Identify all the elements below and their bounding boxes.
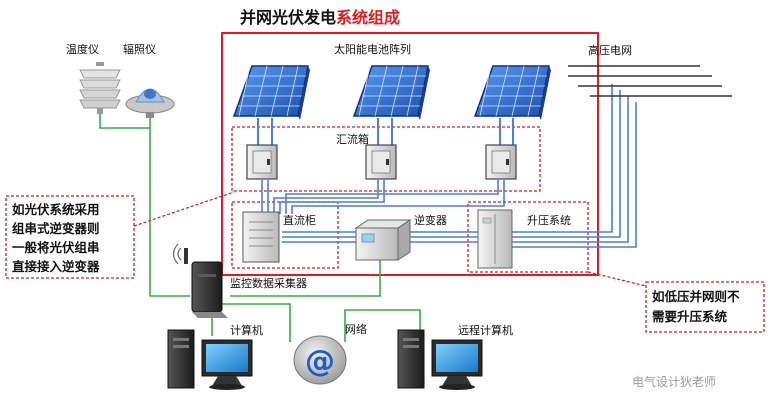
combiner-group-box [231, 126, 541, 192]
svg-text:组串式逆变器则: 组串式逆变器则 [12, 221, 100, 236]
dc-cabinet [242, 211, 280, 263]
combiner-label: 汇流箱 [336, 132, 369, 146]
booster-system [477, 209, 513, 269]
left-note-box [5, 195, 135, 279]
local-computer [167, 329, 253, 390]
inverter-label: 逆变器 [414, 213, 447, 227]
right-note-text: 如低压并网则不 需要升压系统 [652, 289, 740, 324]
system-boundary [221, 32, 599, 276]
solar-panel-3 [473, 65, 551, 120]
right-note-box [645, 281, 765, 333]
remote-computer [397, 329, 483, 390]
combiner-box-1 [246, 144, 278, 180]
temperature-sensor [79, 62, 121, 114]
svg-text:直接接入逆变器: 直接接入逆变器 [12, 259, 100, 274]
watermark: 电气设计狄老师 [632, 374, 716, 389]
svg-text:如低压并网则不: 如低压并网则不 [652, 289, 740, 304]
computer-label: 计算机 [230, 323, 263, 337]
remote-computer-label: 远程计算机 [458, 323, 513, 337]
monitor-collector [172, 243, 228, 318]
solar-panel-1 [232, 65, 310, 120]
hv-grid-lines [568, 65, 732, 97]
inverter [354, 219, 412, 261]
network-label: 网络 [345, 322, 367, 336]
svg-text:@: @ [305, 344, 335, 379]
combiner-box-2 [365, 144, 397, 180]
booster-label: 升压系统 [527, 214, 571, 227]
irradiance-label: 辐照仪 [123, 42, 156, 56]
left-note-pointer [133, 191, 235, 227]
combiner-box-3 [485, 144, 517, 180]
irradiance-sensor [125, 88, 175, 118]
dc-cabinet-label: 直流柜 [283, 213, 316, 227]
svg-text:如光伏系统采用: 如光伏系统采用 [12, 202, 100, 217]
power-flow-wires [282, 84, 637, 248]
monitor-label: 监控数据采集器 [230, 276, 307, 290]
diagram-title: 并网光伏发电系统组成 [240, 8, 400, 27]
monitoring-wires [99, 100, 421, 342]
combiner-to-dc-wires [261, 180, 505, 214]
svg-text:一般将光伏组串: 一般将光伏组串 [12, 240, 100, 255]
solar-panel-2 [352, 65, 430, 120]
solar-array-label: 太阳能电池阵列 [334, 42, 411, 56]
hv-grid-label: 高压电网 [588, 43, 632, 57]
temperature-label: 温度仪 [66, 42, 99, 56]
network-globe: @ [293, 335, 347, 385]
left-note-text: 如光伏系统采用 组串式逆变器则 一般将光伏组串 直接接入逆变器 [12, 202, 100, 274]
svg-text:需要升压系统: 需要升压系统 [652, 309, 728, 324]
